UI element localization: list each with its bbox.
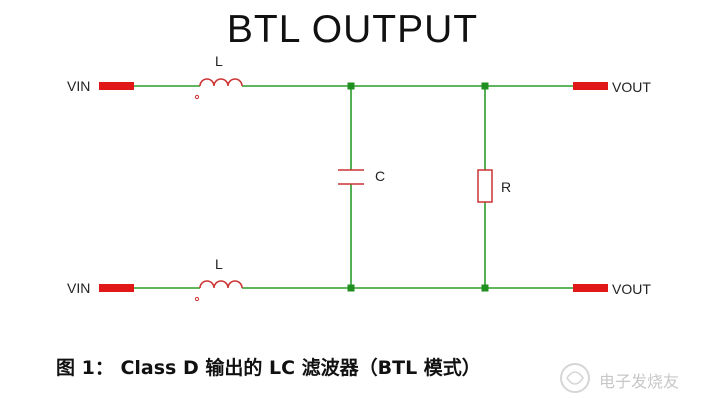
capacitor-label: C — [375, 168, 386, 184]
watermark-icon — [560, 363, 590, 393]
vin-bottom-label: VIN — [67, 280, 91, 296]
inductor-top — [199, 78, 243, 87]
node-res-bottom — [481, 284, 489, 292]
vin-bottom-terminal — [99, 284, 134, 292]
watermark-text: 电子发烧友 — [599, 372, 680, 391]
vout-top-terminal — [573, 82, 608, 90]
vout-bottom-label: VOUT — [612, 281, 651, 297]
watermark-logo: 电子发烧友 — [557, 360, 697, 396]
vin-top-label: VIN — [67, 78, 91, 94]
inductor-bottom-label: L — [215, 256, 223, 272]
vout-bottom-terminal — [573, 284, 608, 292]
node-cap-top — [347, 82, 355, 90]
diagram-title: BTL OUTPUT — [226, 8, 479, 51]
node-cap-bottom — [347, 284, 355, 292]
node-res-top — [481, 82, 489, 90]
figure-caption: 图 1： Class D 输出的 LC 滤波器（BTL 模式） — [56, 357, 481, 379]
inductor-bottom — [199, 280, 243, 289]
inductor-top-dot — [194, 94, 200, 100]
resistor-body — [477, 169, 493, 203]
inductor-bottom-dot — [194, 296, 200, 302]
vout-top-label: VOUT — [612, 79, 651, 95]
vin-top-terminal — [99, 82, 134, 90]
resistor-label: R — [501, 179, 512, 195]
inductor-top-label: L — [215, 53, 223, 69]
